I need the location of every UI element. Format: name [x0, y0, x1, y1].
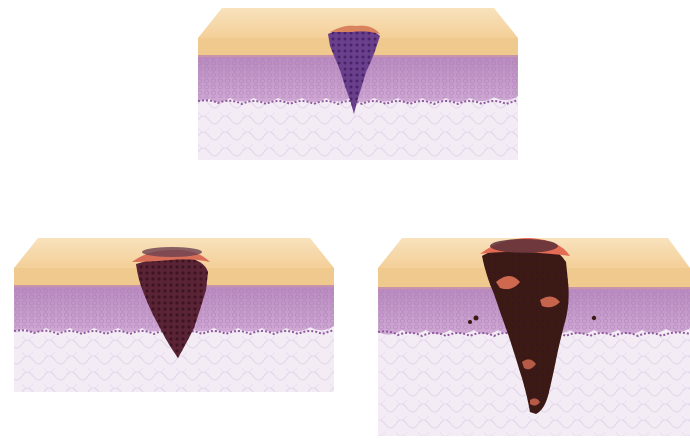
satellite-cell [468, 320, 472, 324]
stage-1-panel [198, 8, 518, 160]
stage-3-panel [378, 238, 690, 436]
satellite-cell [592, 316, 596, 320]
satellite-cell [474, 316, 479, 321]
stage-2-panel [14, 238, 334, 392]
